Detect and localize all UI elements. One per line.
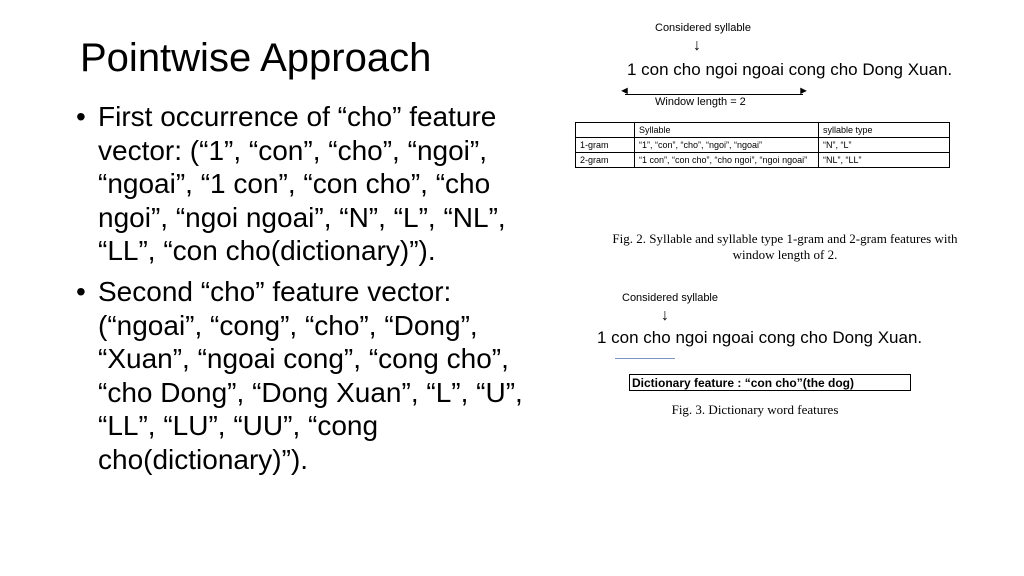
bullet-list: First occurrence of “cho” feature vector… — [76, 100, 546, 484]
example-sentence-2: 1 con cho ngoi ngoai cong cho Dong Xuan. — [597, 328, 923, 347]
bullet-first-occurrence: First occurrence of “cho” feature vector… — [76, 100, 546, 268]
window-length-label: Window length = 2 — [655, 96, 746, 108]
table-cell: “1”, “con”, “cho”, “ngoi”, “ngoai” — [634, 137, 819, 153]
figure2-caption-line1: Fig. 2. Syllable and syllable type 1-gra… — [612, 231, 958, 246]
figure2-caption-line2: window length of 2. — [732, 247, 838, 262]
example-sentence: 1 con cho ngoi ngoai cong cho Dong Xuan. — [627, 60, 953, 79]
table-cell: “1 con”, “con cho”, “cho ngoi”, “ngoi ng… — [634, 152, 819, 168]
table-cell: “N”, “L” — [818, 137, 950, 153]
considered-syllable-label-2: Considered syllable — [622, 292, 718, 304]
slide-title: Pointwise Approach — [80, 36, 432, 80]
dictionary-feature-box: Dictionary feature : “con cho”(the dog) — [629, 374, 911, 391]
window-line — [625, 94, 803, 95]
table-row: 2-gram “1 con”, “con cho”, “cho ngoi”, “… — [575, 152, 950, 168]
table-cell: 2-gram — [575, 152, 635, 168]
arrow-left-icon: ◄ — [619, 85, 630, 97]
table-cell: “NL”, “LL” — [818, 152, 950, 168]
feature-table: Syllable syllable type 1-gram “1”, “con”… — [575, 122, 950, 168]
arrow-down-icon: ↓ — [661, 307, 669, 324]
table-header-cell: Syllable — [634, 122, 819, 138]
table-header-row: Syllable syllable type — [575, 122, 950, 138]
table-row: 1-gram “1”, “con”, “cho”, “ngoi”, “ngoai… — [575, 137, 950, 153]
table-header-cell — [575, 122, 635, 138]
table-cell: 1-gram — [575, 137, 635, 153]
considered-syllable-label: Considered syllable — [655, 22, 751, 34]
table-header-cell: syllable type — [818, 122, 950, 138]
arrow-down-icon: ↓ — [693, 37, 701, 54]
figure3-caption: Fig. 3. Dictionary word features — [671, 402, 839, 417]
arrow-right-icon: ► — [798, 85, 809, 97]
bullet-second-occurrence: Second “cho” feature vector: (“ngoai”, “… — [76, 275, 546, 477]
dictionary-span-line — [615, 358, 675, 359]
figure-panel: Considered syllable ↓ 1 con cho ngoi ngo… — [555, 18, 1015, 428]
window-length-indicator: ◄ ► Window length = 2 — [619, 86, 809, 110]
